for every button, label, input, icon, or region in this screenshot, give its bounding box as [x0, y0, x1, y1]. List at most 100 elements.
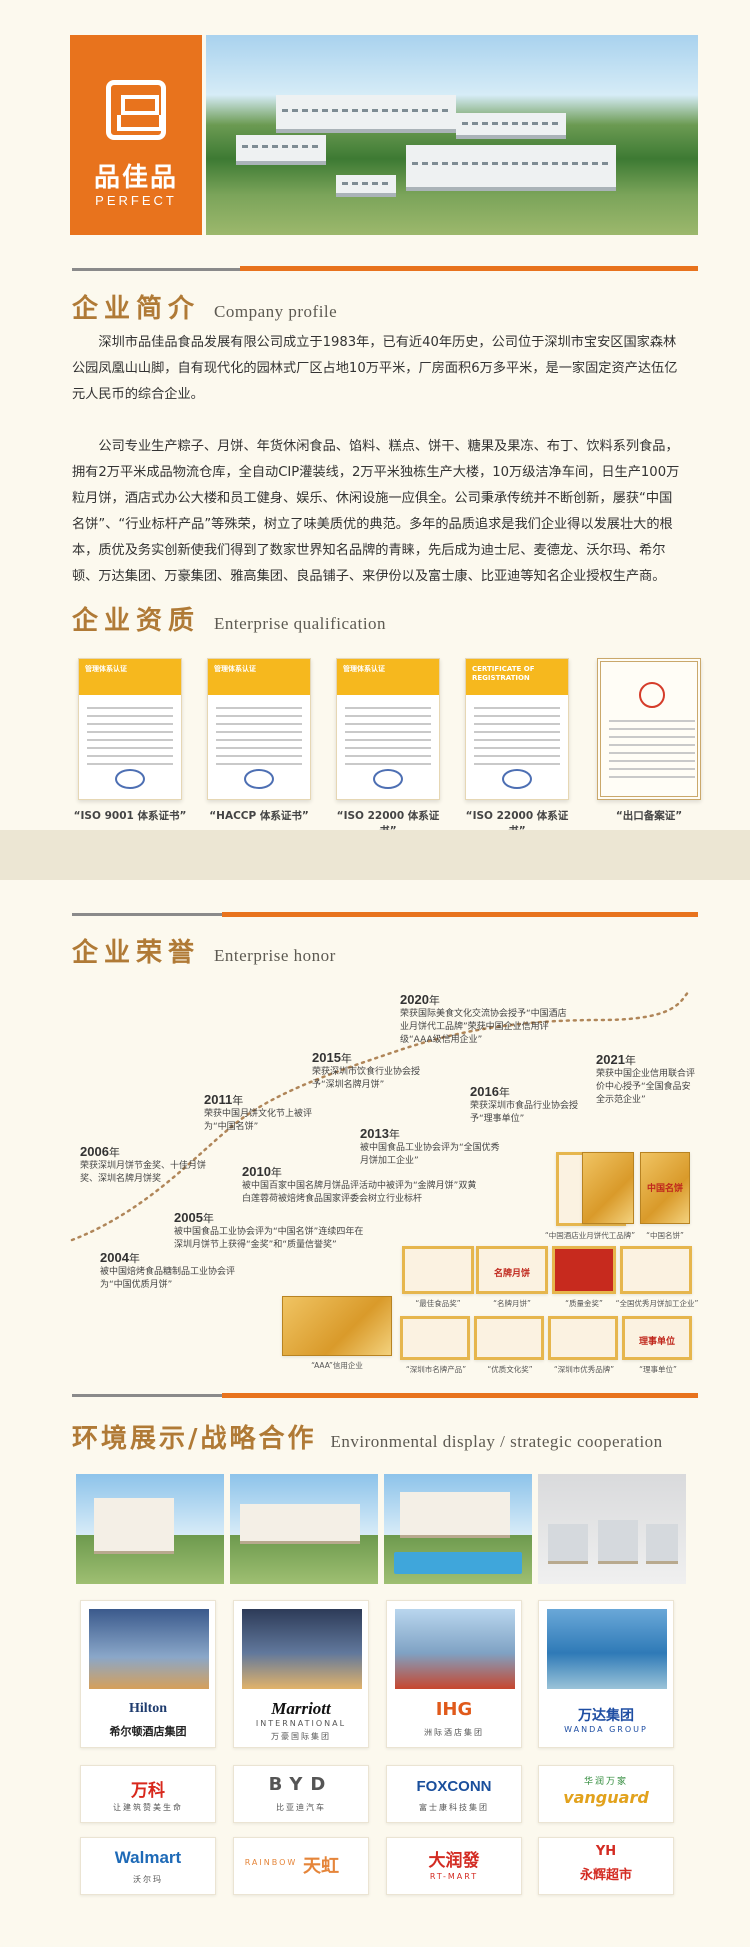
certificate-band-title: 管理体系认证 — [214, 665, 256, 673]
vanke-slogan: 让建筑赞美生命 — [113, 1803, 183, 1812]
timeline-year: 2010年 — [242, 1164, 282, 1180]
environment-heading: 环境展示/战略合作 Environmental display / strate… — [72, 1418, 663, 1455]
partner-card-marriott: Marriott INTERNATIONAL 万豪国际集团 — [233, 1600, 369, 1748]
award-label: “深圳市优秀品牌” — [553, 1365, 615, 1374]
timeline-year-number: 2013 — [360, 1126, 389, 1141]
certificate-band-title: 管理体系认证 — [343, 665, 385, 673]
certification-seal-icon — [373, 769, 403, 789]
award-plaque-text: 中国名饼 — [646, 1184, 683, 1194]
timeline-text: 荣获深圳市饮食行业协会授予“深圳名牌月饼” — [312, 1067, 421, 1090]
honor-heading: 企业荣誉 Enterprise honor — [72, 932, 336, 969]
environment-photo — [230, 1474, 378, 1584]
award-label: “质量金奖” — [565, 1299, 603, 1308]
timeline-year: 2020年 — [400, 992, 440, 1008]
timeline-year-number: 2021 — [596, 1052, 625, 1067]
rtmart-logo: 大润發 — [428, 1851, 480, 1871]
certificate-label: “出口备案证” — [615, 810, 683, 822]
timeline-year: 2006年 — [80, 1144, 120, 1160]
timeline-year: 2004年 — [100, 1250, 140, 1266]
timeline-year-number: 2015 — [312, 1050, 341, 1065]
certificate-export-filing — [597, 658, 701, 800]
timeline-year-number: 2005 — [174, 1210, 203, 1225]
profile-paragraph-2: 公司专业生产粽子、月饼、年货休闲食品、馅料、糕点、饼干、糖果及果冻、布丁、饮料系… — [72, 439, 680, 584]
award-plaque: 中国名饼 — [640, 1152, 690, 1224]
byd-name-cn: 比亚迪汽车 — [276, 1803, 326, 1812]
byd-logo: BYD — [268, 1774, 334, 1795]
timeline-year-suffix: 年 — [498, 1087, 510, 1099]
timeline-year-suffix: 年 — [128, 1253, 140, 1265]
foxconn-logo: FOXCONN — [416, 1778, 492, 1795]
timeline-year-number: 2004 — [100, 1250, 129, 1265]
wanda-logo: 万达集团 — [578, 1708, 634, 1724]
timeline-text: 荣获深圳市食品行业协会授予“理事单位” — [470, 1101, 579, 1124]
partner-card-vanguard: 华润万家 vanguard — [538, 1765, 674, 1823]
award-plaque — [548, 1316, 618, 1360]
timeline-year-number: 2016 — [470, 1084, 499, 1099]
timeline-year: 2015年 — [312, 1050, 352, 1066]
timeline-text: 被中国食品工业协会评为“全国优秀月饼加工企业” — [360, 1143, 500, 1166]
certificate-band-title: 管理体系认证 — [85, 665, 127, 673]
partner-card-yonghui: YH 永辉超市 — [538, 1837, 674, 1895]
timeline-year: 2021年 — [596, 1052, 636, 1068]
award-label: “中国名饼” — [646, 1231, 684, 1240]
award-plaque-text: 名牌月饼 — [493, 1268, 530, 1279]
award-plaque — [400, 1316, 470, 1360]
foxconn-name-cn: 富士康科技集团 — [419, 1803, 489, 1812]
timeline-year-suffix: 年 — [232, 1095, 244, 1107]
panel-company: 品佳品 PERFECT 企业简介 Company profile 深圳市品佳品食… — [0, 0, 750, 837]
award-label: “全国优秀月饼加工企业” — [615, 1299, 699, 1308]
marriott-sub: INTERNATIONAL — [255, 1719, 347, 1728]
award-plaque — [282, 1296, 392, 1356]
vanguard-name-cn: 华润万家 — [583, 1777, 628, 1787]
certification-seal-icon — [502, 769, 532, 789]
timeline-year-number: 2006 — [80, 1144, 109, 1159]
honor-title-cn: 企业荣誉 — [72, 938, 201, 968]
partner-card-byd: BYD 比亚迪汽车 — [233, 1765, 369, 1823]
certificate-haccp: 管理体系认证 — [207, 658, 311, 800]
certification-seal-icon — [115, 769, 145, 789]
certificate-label: “ISO 9001 体系证书” — [73, 810, 187, 822]
divider-rule-accent — [222, 912, 698, 917]
award-plaque — [552, 1246, 616, 1294]
timeline-year: 2013年 — [360, 1126, 400, 1142]
logo-name-en: PERFECT — [95, 193, 177, 208]
timeline-text: 荣获国际美食文化交流协会授予“中国酒店业月饼代工品牌”荣获中国企业信用评级“AA… — [400, 1009, 567, 1045]
certificate-iso9001: 管理体系认证 — [78, 658, 182, 800]
partner-card-foxconn: FOXCONN 富士康科技集团 — [386, 1765, 522, 1823]
profile-heading: 企业简介 Company profile — [72, 288, 337, 325]
timeline-year-suffix: 年 — [270, 1167, 282, 1179]
award-label: “深圳市名牌产品” — [405, 1365, 467, 1374]
timeline-curve — [70, 988, 692, 1242]
partner-card-wanda: 万达集团 WANDA GROUP — [538, 1600, 674, 1748]
timeline-year-suffix: 年 — [388, 1129, 400, 1141]
environment-photo — [76, 1474, 224, 1584]
timeline-year-number: 2010 — [242, 1164, 271, 1179]
award-plaque: 名牌月饼 — [476, 1246, 548, 1294]
timeline-year-number: 2011 — [204, 1092, 233, 1107]
partner-card-rainbow: RAINBOW 天虹 — [233, 1837, 369, 1895]
factory-hero-photo — [206, 35, 698, 235]
award-label: “名牌月饼” — [493, 1299, 531, 1308]
hilton-logo: Hilton — [128, 1701, 168, 1716]
award-plaque-text: 理事单位 — [638, 1337, 675, 1348]
qualification-title-en: Enterprise qualification — [214, 614, 387, 633]
profile-title-en: Company profile — [214, 302, 338, 321]
divider-rule — [72, 913, 222, 916]
section-gap — [0, 830, 750, 880]
timeline-text: 被中国百家中国名牌月饼品评活动中被评为“金牌月饼”双黄白莲蓉荷被焙烤食品国家评委… — [242, 1181, 477, 1204]
timeline-year: 2016年 — [470, 1084, 510, 1100]
certification-seal-icon — [244, 769, 274, 789]
timeline-text: 荣获深圳月饼节金奖、十佳月饼奖、深圳名牌月饼奖 — [80, 1161, 207, 1184]
certificate-band-title: CERTIFICATE OF REGISTRATION — [472, 665, 535, 682]
rainbow-logo: 天虹 — [303, 1856, 339, 1877]
building-photo — [547, 1609, 667, 1689]
environment-title-cn: 环境展示/战略合作 — [72, 1424, 317, 1454]
timeline-year-suffix: 年 — [340, 1053, 352, 1065]
timeline-text: 被中国焙烤食品糖制品工业协会评为“中国优质月饼” — [100, 1267, 236, 1290]
timeline-year-suffix: 年 — [428, 995, 440, 1007]
timeline-year-number: 2020 — [400, 992, 429, 1007]
timeline-year-suffix: 年 — [108, 1147, 120, 1159]
brand-logo: 品佳品 PERFECT — [70, 35, 202, 235]
rainbow-name-en: RAINBOW — [244, 1858, 298, 1867]
profile-title-cn: 企业简介 — [72, 294, 201, 324]
